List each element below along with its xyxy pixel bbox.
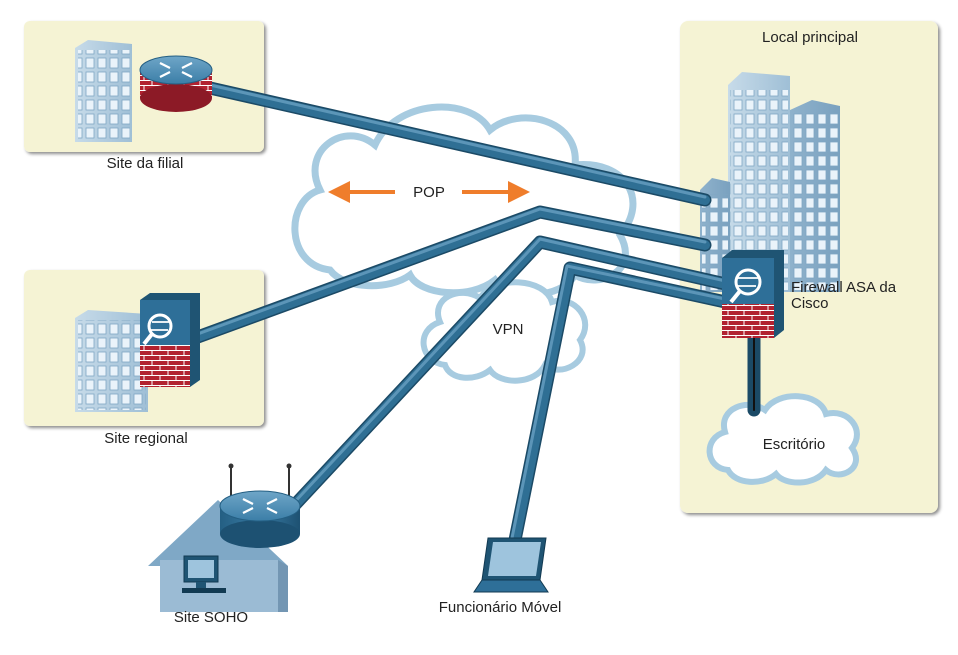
soho-router-icon <box>219 490 301 548</box>
mobile-worker-label: Funcionário Móvel <box>439 599 562 616</box>
branch-site-label: Site da filial <box>107 155 184 172</box>
soho-house-icon <box>148 500 288 612</box>
pop-arrow-left-icon <box>328 181 395 203</box>
pop-arrow-right-icon <box>462 181 530 203</box>
firewall-label-line1: Firewall ASA da <box>791 279 897 296</box>
laptop-icon <box>473 537 549 593</box>
vpn-label: VPN <box>493 321 524 338</box>
soho-site-label: Site SOHO <box>174 609 248 626</box>
main-site-label: Local principal <box>762 29 858 46</box>
tunnel-regional-main <box>190 207 710 343</box>
main-firewall-icon <box>722 250 784 338</box>
firewall-label-line2: Cisco <box>791 295 829 312</box>
pop-label: POP <box>413 184 445 201</box>
office-label: Escritório <box>763 436 826 453</box>
office-cloud-icon <box>706 393 860 486</box>
branch-building-icon <box>75 40 132 142</box>
tunnel-branch-main <box>205 83 710 205</box>
regional-firewall-icon <box>140 293 200 387</box>
vpn-tunnels <box>188 81 761 547</box>
antenna-icon <box>228 463 292 500</box>
branch-router-icon <box>139 55 213 112</box>
regional-building-icon <box>75 310 148 412</box>
regional-site-label: Site regional <box>104 430 187 447</box>
tunnel-soho-main <box>285 237 735 515</box>
soho-pc-icon <box>182 555 226 593</box>
